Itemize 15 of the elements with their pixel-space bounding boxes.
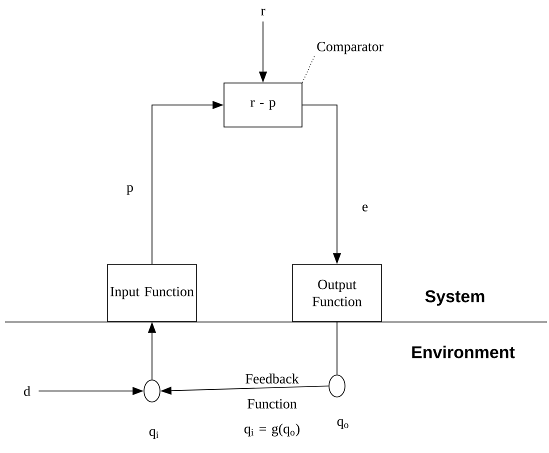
region-label: Environment	[412, 346, 515, 358]
leader-line	[302, 56, 315, 83]
signal-label: q$_{i}$	[149, 429, 158, 439]
callout-label: Comparator	[317, 42, 384, 54]
connector-line	[336, 322, 338, 375]
comparator-box: r - p	[224, 82, 302, 128]
edge-label: e	[362, 204, 368, 212]
region-label: System	[425, 290, 484, 306]
signal-label: q$_{o}$	[337, 419, 348, 429]
function-box: Output Function	[292, 264, 382, 322]
function-box: Input Function	[107, 264, 197, 322]
signal-label: r	[260, 8, 266, 16]
edge-label: Feedback Function q$_{i}$ = g(q$_{o}$)	[244, 374, 300, 436]
signal-label: d	[24, 386, 30, 396]
edge-label: p	[126, 185, 133, 195]
